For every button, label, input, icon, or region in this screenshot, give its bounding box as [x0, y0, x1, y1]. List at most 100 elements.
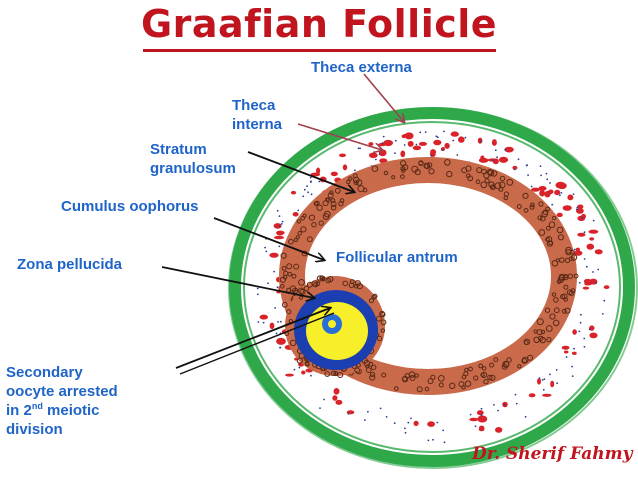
- theca-interna-dot: [277, 321, 279, 323]
- theca-interna-dot: [578, 281, 581, 284]
- granulosa-cell: [484, 178, 490, 184]
- granulosa-cell: [570, 249, 575, 255]
- granulosa-cell: [311, 222, 317, 228]
- oocyte-line3-text-a: in 2: [6, 402, 32, 419]
- theca-interna-dot: [281, 220, 284, 223]
- theca-interna-dot: [575, 208, 578, 211]
- theca-interna-spot: [575, 247, 580, 252]
- cumulus-cell: [380, 319, 387, 326]
- theca-interna-dot: [310, 374, 312, 377]
- theca-interna-dot: [382, 135, 385, 138]
- theca-interna-dot: [298, 366, 301, 369]
- cumulus-cell: [296, 357, 303, 364]
- granulosa-cell: [371, 364, 377, 371]
- granulosa-cell: [297, 231, 303, 236]
- theca-interna-spot: [531, 187, 540, 192]
- theca-interna-spot: [276, 337, 286, 345]
- granulosa-cell: [339, 198, 345, 203]
- theca-interna-dot: [280, 320, 282, 323]
- granulosa-cell: [489, 374, 496, 381]
- label-stratum-line1: Stratum: [150, 141, 207, 158]
- granulosa-cell: [298, 279, 305, 286]
- theca-interna-dot: [378, 153, 381, 156]
- granulosa-cell: [286, 263, 293, 270]
- granulosa-cell: [555, 258, 560, 263]
- label-theca-externa: Theca externa: [311, 59, 412, 76]
- theca-interna-spot: [554, 189, 561, 196]
- granulosa-cell: [313, 201, 319, 206]
- theca-interna-spot: [259, 314, 268, 320]
- theca-interna-spot: [339, 153, 346, 158]
- granulosa-cell: [533, 329, 538, 334]
- theca-interna-dot: [573, 347, 575, 350]
- theca-interna-spot: [292, 212, 299, 217]
- theca-interna-dot: [394, 139, 397, 142]
- theca-interna-dot: [555, 369, 558, 371]
- theca-interna-dot: [504, 148, 507, 151]
- granulosa-cell: [503, 191, 509, 197]
- theca-interna-dot: [583, 337, 586, 340]
- theca-interna-dot: [273, 270, 275, 273]
- cumulus-cell: [324, 371, 331, 377]
- granulosa-cell: [548, 221, 556, 228]
- arrow-stratum-granulosum: [247, 151, 354, 192]
- granulosa-cell: [400, 174, 405, 180]
- granulosa-cell: [280, 284, 285, 289]
- label-follicular-antrum: Follicular antrum: [336, 249, 458, 266]
- arrow-theca-interna: [297, 123, 382, 150]
- granulosa-cell: [557, 234, 565, 241]
- granulosa-cell: [293, 263, 300, 270]
- cumulus-cell: [316, 275, 323, 282]
- theca-interna-spot: [542, 393, 552, 397]
- theca-interna-dot: [257, 321, 260, 323]
- theca-interna-dot: [530, 185, 533, 188]
- granulosa-cell: [487, 374, 493, 381]
- granulosa-cell: [307, 236, 313, 243]
- granulosa-cell: [464, 380, 472, 387]
- theca-interna-spot: [538, 186, 547, 191]
- theca-interna-dot: [539, 165, 542, 168]
- granulosa-cell: [346, 179, 351, 185]
- granulosa-cell: [330, 204, 337, 211]
- granulosa-cell: [473, 375, 479, 381]
- theca-interna-spot: [469, 417, 479, 422]
- theca-interna-spot: [537, 378, 541, 385]
- theca-interna-dot: [526, 164, 529, 167]
- theca-interna-spot: [577, 232, 586, 237]
- granulosa-cell: [316, 204, 323, 211]
- granulosa-cell: [553, 297, 559, 303]
- granulosa-cell: [494, 182, 502, 190]
- theca-interna-dot: [546, 178, 549, 181]
- theca-interna-spot: [573, 250, 583, 256]
- page-title: Graafian Follicle: [140, 2, 498, 46]
- granulosa-cell: [489, 362, 495, 368]
- theca-interna-dot: [427, 439, 430, 442]
- theca-interna-dot: [436, 421, 439, 424]
- oocyte-line3-superscript: nd: [31, 401, 43, 411]
- granulosa-cell: [295, 235, 300, 240]
- granulosa-cell: [424, 386, 430, 392]
- theca-interna-dot: [565, 356, 568, 358]
- theca-interna-spot: [504, 146, 514, 153]
- theca-interna-dot: [419, 131, 422, 134]
- granulosa-cell: [486, 169, 493, 176]
- granulosa-cell: [530, 202, 535, 208]
- theca-interna-dot: [323, 398, 325, 401]
- theca-interna-spot: [413, 420, 419, 426]
- theca-interna-dot: [310, 193, 313, 196]
- granulosa-cell: [393, 386, 399, 392]
- cumulus-cell: [313, 282, 319, 288]
- granulosa-cell: [287, 271, 293, 277]
- theca-interna-dot: [540, 174, 542, 177]
- granulosa-cell: [549, 313, 556, 320]
- theca-interna-spot: [269, 322, 275, 330]
- granulosa-cell: [465, 165, 472, 172]
- theca-interna-dot: [357, 147, 360, 150]
- granulosa-cell: [540, 329, 546, 335]
- granulosa-cell: [369, 371, 376, 378]
- theca-interna-dot: [494, 149, 497, 152]
- granulosa-cell: [334, 187, 341, 194]
- arrow-theca-externa: [363, 73, 404, 122]
- theca-interna-dot: [307, 191, 309, 194]
- granulosa-cell: [556, 226, 564, 234]
